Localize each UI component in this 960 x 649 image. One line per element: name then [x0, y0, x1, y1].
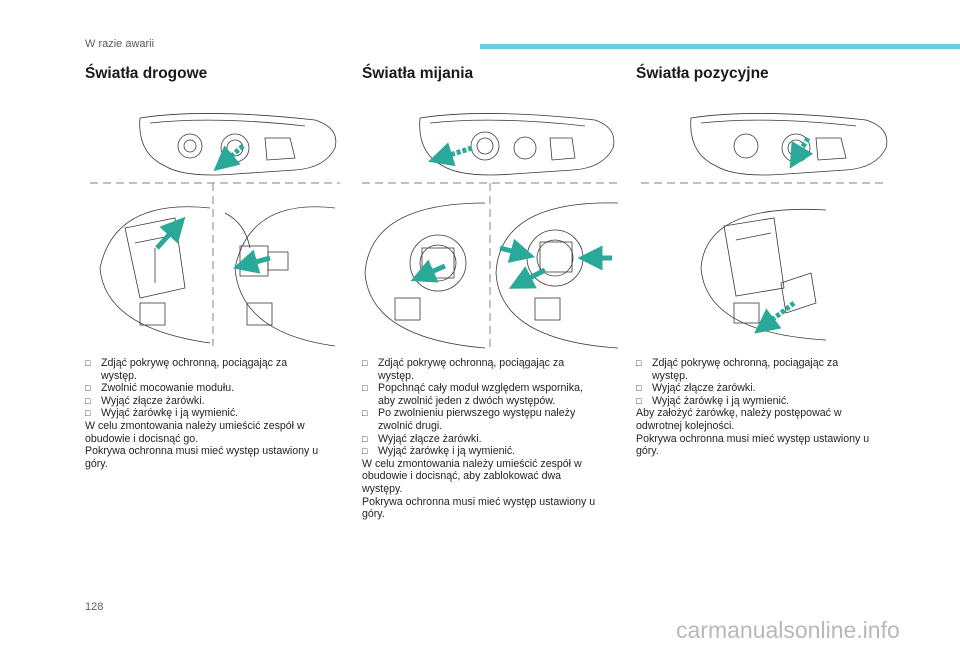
list-item: □Zdjąć pokrywę ochronną, pociągając za w… [636, 357, 839, 382]
teal-arrow-icon [410, 259, 446, 283]
module-detail [700, 208, 827, 341]
checkbox-bullet-icon: □ [85, 383, 91, 394]
list-item: □Popchnąć cały moduł względem wspornika,… [362, 382, 583, 407]
bulb-detail-right [224, 206, 336, 347]
header-accent-bar [480, 44, 960, 49]
title-low-beam: Światła mijania [362, 65, 474, 82]
paragraph: Pokrywa ochronna musi mieć występ ustawi… [362, 495, 596, 521]
paragraph: W celu zmontowania należy umieścić zespó… [362, 457, 582, 495]
list-item: □Wyjąć żarówkę i ją wymienić. [85, 407, 239, 420]
checkbox-bullet-icon: □ [362, 433, 368, 444]
checkbox-bullet-icon: □ [85, 395, 91, 406]
paragraph: Pokrywa ochronna musi mieć występ ustawi… [636, 432, 870, 458]
illustration-position-lights [641, 113, 888, 341]
teal-arrow-icon [508, 266, 547, 289]
list-item: □Wyjąć złącze żarówki. [362, 432, 482, 445]
checkbox-bullet-icon: □ [362, 446, 368, 457]
checkbox-bullet-icon: □ [362, 358, 368, 368]
teal-arrow-icon [754, 301, 796, 334]
paragraph: Pokrywa ochronna musi mieć występ ustawi… [85, 445, 319, 470]
teal-arrow-icon [789, 136, 814, 169]
watermark: carmanualsonline.info [676, 617, 900, 643]
paragraph: W celu zmontowania należy umieścić zespó… [85, 419, 305, 445]
checkbox-bullet-icon: □ [636, 383, 642, 394]
paragraph: Aby założyć żarówkę, należy postępować w… [636, 407, 842, 432]
teal-arrow-icon [499, 238, 536, 263]
title-high-beam: Światła drogowe [85, 65, 208, 82]
list-item: □Zdjąć pokrywę ochronną, pociągając za w… [362, 357, 565, 382]
teal-arrow-icon [428, 142, 473, 167]
module-detail-left [99, 206, 211, 344]
list-item: □Wyjąć żarówkę i ją wymienić. [362, 445, 516, 458]
checkbox-bullet-icon: □ [85, 358, 91, 368]
teal-arrow-icon [232, 249, 271, 274]
teal-arrow-icon [155, 216, 186, 250]
headlamp-drawing [139, 113, 337, 176]
page-number: 128 [85, 601, 104, 613]
checkbox-bullet-icon: □ [636, 395, 642, 406]
headlamp-drawing [419, 113, 615, 176]
list-item: □Po zwolnieniu pierwszego występu należy… [362, 407, 576, 432]
checkbox-bullet-icon: □ [636, 358, 642, 368]
checkbox-bullet-icon: □ [85, 408, 91, 419]
section-header: W razie awarii [85, 38, 155, 50]
list-item: □Wyjąć żarówkę i ją wymienić. [636, 394, 790, 407]
checkbox-bullet-icon: □ [362, 383, 368, 394]
list-item: □Wyjąć złącze żarówki. [636, 382, 756, 395]
list-item: □Zwolnić mocowanie modułu. [85, 382, 235, 395]
list-item: □Wyjąć złącze żarówki. [85, 394, 205, 407]
checkbox-bullet-icon: □ [362, 408, 368, 419]
module-detail-right [495, 202, 619, 349]
teal-arrow-icon [213, 144, 245, 172]
headlamp-drawing [690, 113, 888, 176]
title-position-lights: Światła pozycyjne [636, 65, 769, 82]
instructions-low-beam: □Zdjąć pokrywę ochronną, pociągając za w… [362, 357, 602, 521]
illustration-low-beam [362, 113, 619, 351]
instructions-position-lights: □Zdjąć pokrywę ochronną, pociągając za w… [636, 357, 876, 458]
instructions-high-beam: □Zdjąć pokrywę ochronną, pociągając za w… [85, 357, 325, 470]
list-item: □Zdjąć pokrywę ochronną, pociągając za w… [85, 357, 288, 382]
illustration-high-beam [90, 113, 340, 347]
